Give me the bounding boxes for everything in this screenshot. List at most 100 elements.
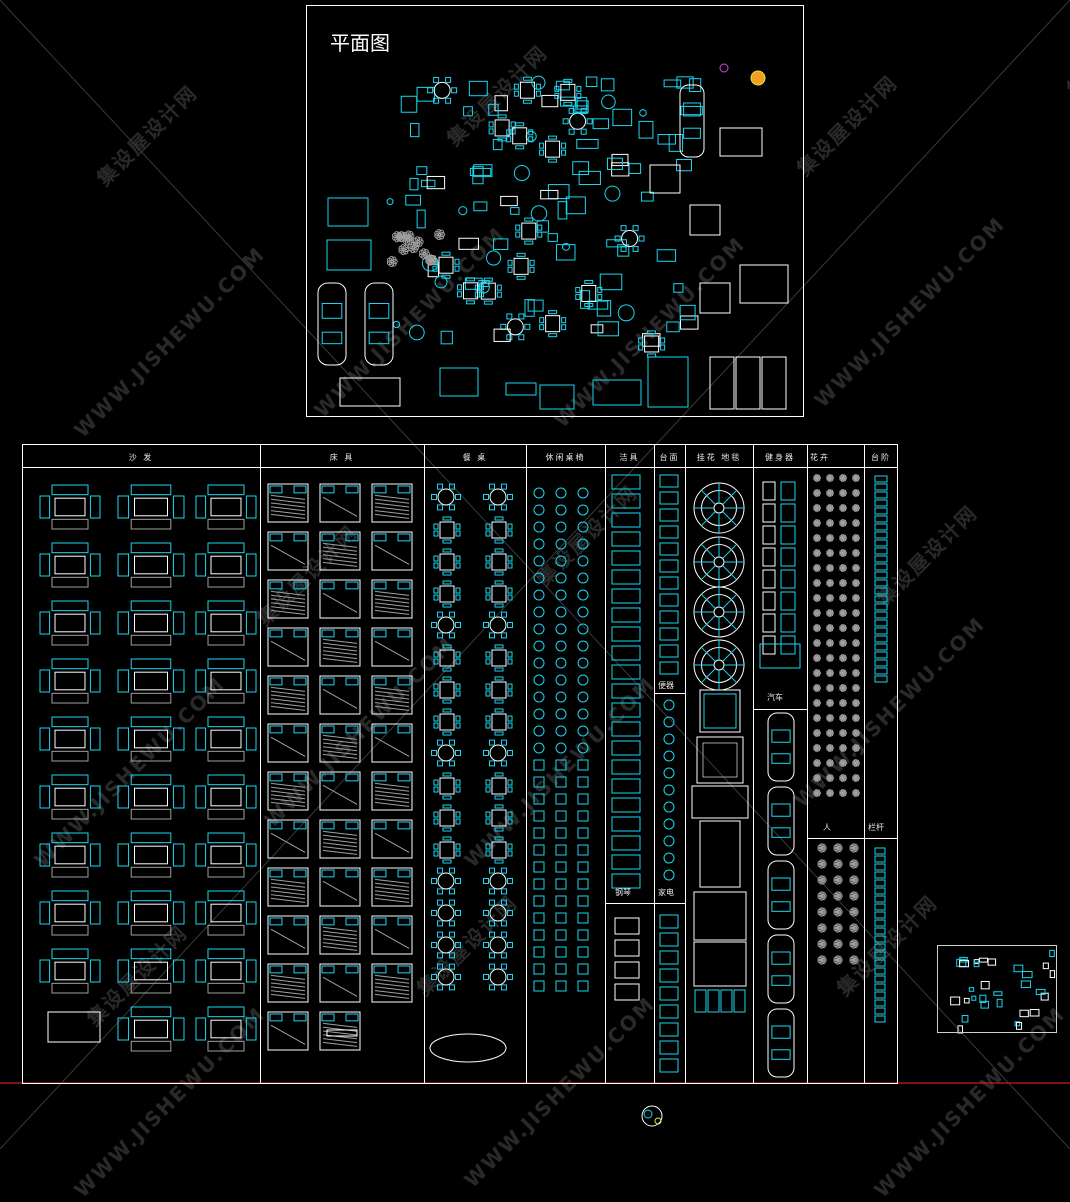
- cad-symbol-rect: [89, 669, 101, 693]
- cad-symbol-rect: [130, 634, 172, 646]
- cad-symbol-rect: [373, 533, 387, 542]
- cad-symbol-rect: [130, 518, 172, 530]
- cad-symbol-rect: [130, 774, 172, 786]
- cad-symbol-circle: [577, 555, 589, 567]
- cad-symbol-rect: [431, 622, 437, 628]
- cad-symbol-rect: [269, 485, 283, 494]
- cad-symbol-rect: [501, 739, 507, 746]
- cad-symbol-line: [374, 510, 410, 516]
- cad-symbol-line: [322, 849, 358, 855]
- cad-symbol-rect: [874, 643, 888, 651]
- cad-symbol-rect: [437, 931, 443, 938]
- cad-symbol-circle: [816, 729, 821, 734]
- cad-symbol-rect: [577, 793, 589, 805]
- cad-symbol-circle: [853, 774, 858, 778]
- cad-drawing-canvas[interactable]: [0, 0, 1070, 1149]
- cad-symbol-rect: [780, 569, 796, 589]
- cad-symbol-rect: [172, 785, 185, 809]
- cad-symbol-circle: [663, 733, 675, 745]
- cad-symbol-rect: [51, 634, 89, 646]
- cad-symbol-rect: [874, 531, 888, 539]
- cad-symbol-rect: [130, 948, 172, 960]
- cad-symbol-circle: [577, 538, 589, 550]
- cad-symbol-circle: [852, 761, 857, 766]
- cad-symbol-line: [270, 594, 306, 600]
- cad-symbol-rect: [293, 533, 307, 542]
- cad-symbol-circle: [853, 744, 858, 748]
- cad-symbol-circle: [852, 791, 857, 796]
- cad-symbol-circle: [851, 939, 856, 944]
- cad-symbol-rect: [134, 787, 168, 807]
- cad-symbol-circle: [604, 185, 621, 202]
- cad-symbol-rect: [462, 282, 478, 300]
- thumbnail-frame[interactable]: [937, 945, 1057, 1033]
- cad-symbol-rect: [555, 827, 567, 839]
- cad-symbol-rect: [555, 895, 567, 907]
- cad-symbol-rect: [501, 483, 507, 490]
- cad-symbol-circle: [437, 968, 455, 986]
- cad-symbol-circle: [814, 504, 819, 508]
- cad-symbol-circle: [852, 746, 857, 751]
- cad-symbol-rect: [397, 533, 411, 542]
- cad-symbol-rect: [439, 841, 455, 859]
- cad-symbol-rect: [172, 959, 185, 983]
- cad-symbol-line: [322, 938, 358, 944]
- cad-symbol-rect: [117, 727, 130, 751]
- cad-symbol-rect: [563, 101, 573, 106]
- cad-symbol-rect: [611, 153, 629, 167]
- cad-symbol-rect: [611, 683, 641, 699]
- cad-symbol-circle: [436, 229, 442, 235]
- cad-symbol-rect: [614, 917, 640, 935]
- cad-symbol-rect: [439, 777, 455, 795]
- cad-symbol-rect: [491, 713, 507, 731]
- cad-symbol-circle: [842, 774, 847, 779]
- cad-symbol-rect: [494, 676, 504, 681]
- cad-symbol-line: [270, 897, 306, 903]
- cad-symbol-rect: [373, 821, 387, 830]
- cad-symbol-rect: [130, 750, 172, 762]
- cad-symbol-rect: [455, 779, 461, 786]
- cad-symbol-rect: [455, 974, 461, 980]
- cad-symbol-rect: [565, 196, 586, 215]
- cad-symbol-circle: [842, 639, 847, 644]
- symbol-layer: [39, 63, 1056, 1127]
- cad-symbol-rect: [485, 779, 491, 786]
- cad-symbol-rect: [54, 497, 86, 517]
- cad-symbol-rect: [454, 258, 460, 265]
- cad-symbol-rect: [431, 910, 437, 916]
- cad-symbol-rect: [373, 965, 387, 974]
- cad-symbol-rect: [455, 683, 461, 690]
- cad-symbol-rect: [874, 959, 886, 967]
- cad-symbol-rect: [267, 819, 309, 859]
- cad-symbol-circle: [414, 236, 421, 242]
- cad-symbol-rect: [269, 677, 283, 686]
- cad-symbol-rect: [555, 878, 567, 890]
- cad-symbol-rect: [455, 494, 461, 500]
- cad-symbol-circle: [842, 564, 847, 569]
- cad-symbol-circle: [533, 504, 545, 516]
- cad-symbol-circle: [839, 731, 844, 736]
- cad-symbol-rect: [449, 984, 455, 991]
- cad-symbol-rect: [507, 523, 513, 530]
- cad-symbol-rect: [371, 531, 413, 571]
- cad-symbol-rect: [449, 920, 455, 927]
- cad-symbol-rect: [1049, 970, 1056, 979]
- cad-symbol-circle: [827, 489, 832, 493]
- cad-symbol-rect: [666, 321, 680, 333]
- cad-symbol-rect: [397, 485, 411, 494]
- cad-symbol-circle: [826, 536, 831, 541]
- cad-symbol-circle: [842, 594, 847, 599]
- plan-frame[interactable]: [306, 5, 804, 417]
- cad-symbol-rect: [345, 581, 359, 590]
- cad-symbol-rect: [1020, 980, 1032, 989]
- cad-symbol-rect: [874, 595, 888, 603]
- cad-symbol-rect: [874, 919, 886, 927]
- cad-symbol-circle: [814, 684, 819, 688]
- library-frame[interactable]: [22, 444, 898, 1084]
- cad-symbol-circle: [816, 519, 821, 524]
- cad-symbol-circle: [853, 939, 858, 945]
- cad-symbol-circle: [827, 609, 832, 613]
- cad-symbol-circle: [489, 488, 507, 506]
- cad-symbol-rect: [442, 795, 452, 800]
- cad-symbol-circle: [577, 674, 589, 686]
